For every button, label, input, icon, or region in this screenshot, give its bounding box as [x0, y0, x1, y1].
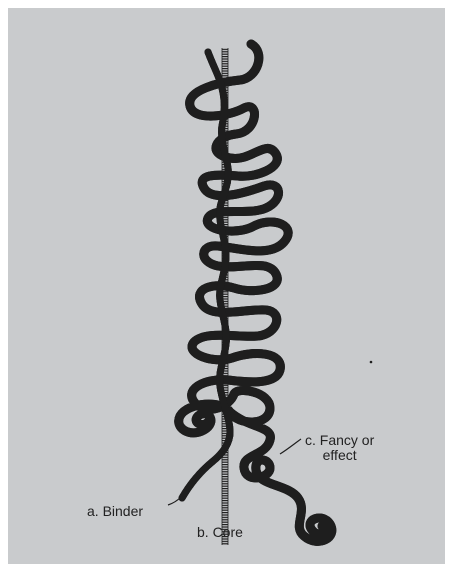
binder-label: a. Binder [87, 504, 143, 519]
yarn-structure-figure: a. Binder b. Core c. Fancy or effect [8, 8, 445, 564]
speck-mark [370, 361, 373, 364]
fancy-label-line2: effect [305, 448, 374, 463]
fancy-yarn-diagram [8, 8, 445, 564]
fancy-effect-label: c. Fancy or effect [305, 433, 374, 463]
fancy-label-line1: c. Fancy or [305, 433, 374, 448]
core-label: b. Core [197, 525, 243, 540]
leader-lines [168, 439, 301, 505]
